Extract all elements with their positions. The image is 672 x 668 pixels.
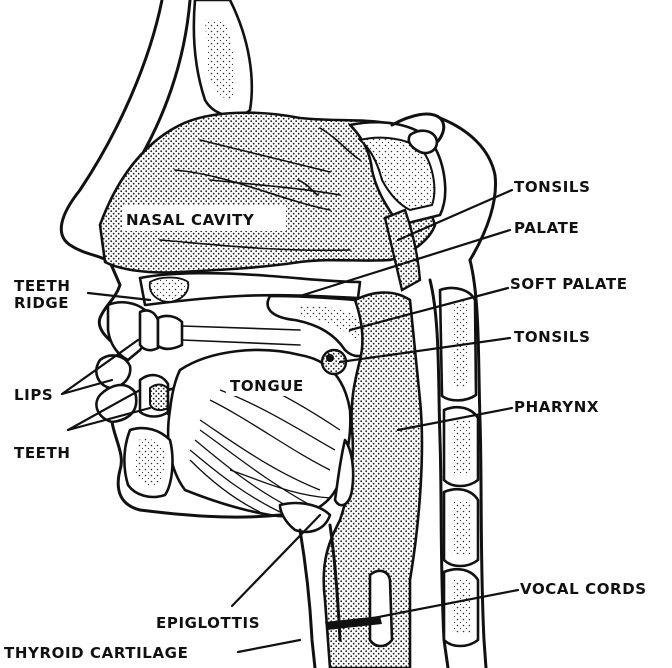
label-teeth-ridge-line2: RIDGE [14,294,69,312]
label-tonsils-upper: TONSILS [514,178,590,196]
label-tongue: TONGUE [230,377,304,395]
label-teeth-ridge-line1: TEETH [14,277,71,295]
leader-thyroid-cartilage [238,640,300,652]
label-thyroid-cartilage: THYROID CARTILAGE [4,644,188,662]
label-lips: LIPS [14,386,53,404]
leader-epiglottis [232,515,320,606]
label-soft-palate: SOFT PALATE [510,275,628,293]
label-teeth: TEETH [14,444,71,462]
label-epiglottis: EPIGLOTTIS [156,614,260,632]
label-pharynx: PHARYNX [514,398,599,416]
label-tonsils-lower: TONSILS [514,328,590,346]
spine-column [430,260,486,668]
label-vocal-cords: VOCAL CORDS [520,580,647,598]
leader-teeth-ridge [88,293,150,300]
label-nasal-cavity: NASAL CAVITY [126,211,255,229]
label-palate: PALATE [514,219,579,237]
